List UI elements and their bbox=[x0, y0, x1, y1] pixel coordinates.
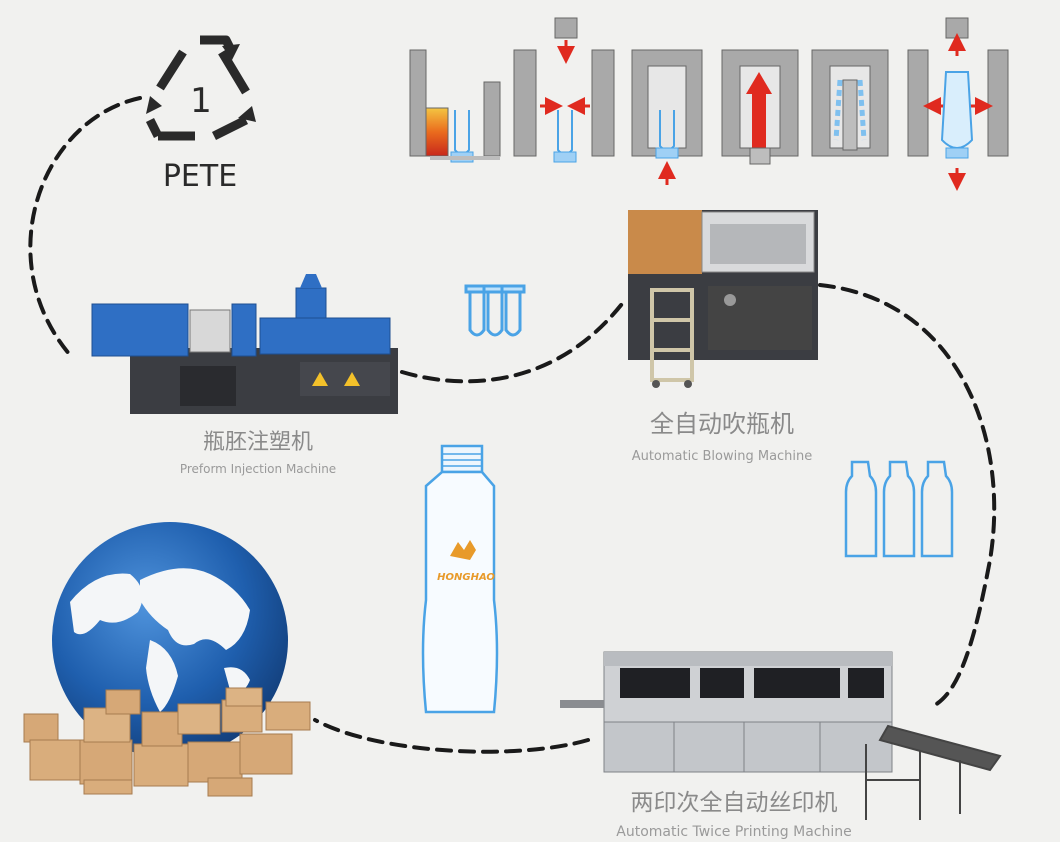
flow-path-blowing-to-printing bbox=[818, 283, 997, 707]
recycle-number: 1 bbox=[190, 81, 212, 121]
printing-machine-label-en: Automatic Twice Printing Machine bbox=[616, 824, 852, 840]
flow-path-printing-to-shipping bbox=[313, 718, 590, 754]
flow-path bbox=[28, 96, 997, 754]
honghao-logo bbox=[450, 540, 476, 560]
process-step-heating bbox=[409, 49, 501, 163]
injection-machine-label-cn: 瓶胚注塑机 bbox=[203, 430, 313, 455]
blow-molding-process-diagram bbox=[409, 17, 1009, 191]
preform-tubes-icon bbox=[464, 284, 526, 337]
blown-bottles-icon bbox=[844, 460, 954, 558]
injection-machine-label-en: Preform Injection Machine bbox=[180, 462, 336, 476]
process-step-mold-closed bbox=[631, 49, 703, 185]
blowing-machine-label-en: Automatic Blowing Machine bbox=[632, 449, 813, 464]
recycle-pete-symbol bbox=[145, 35, 256, 141]
process-step-stretch bbox=[721, 49, 799, 165]
process-step-blow bbox=[811, 49, 889, 157]
process-step-mold-close bbox=[513, 17, 615, 163]
automatic-printing-machine-illustration bbox=[560, 651, 1002, 820]
blowing-machine-label-cn: 全自动吹瓶机 bbox=[650, 410, 794, 438]
printing-machine-label-cn: 两印次全自动丝印机 bbox=[631, 790, 838, 816]
brand-text: HONGHAO bbox=[437, 572, 495, 583]
flow-path-recycle-to-injection bbox=[28, 96, 142, 357]
preform-injection-machine-illustration bbox=[91, 274, 398, 414]
automatic-blowing-machine-illustration bbox=[628, 210, 818, 388]
recycle-code-label: PETE bbox=[163, 159, 237, 194]
flow-path-injection-to-blowing bbox=[400, 298, 627, 384]
large-bottle-illustration bbox=[421, 444, 499, 714]
process-step-release bbox=[907, 17, 1009, 191]
cardboard-boxes-illustration bbox=[23, 687, 311, 797]
